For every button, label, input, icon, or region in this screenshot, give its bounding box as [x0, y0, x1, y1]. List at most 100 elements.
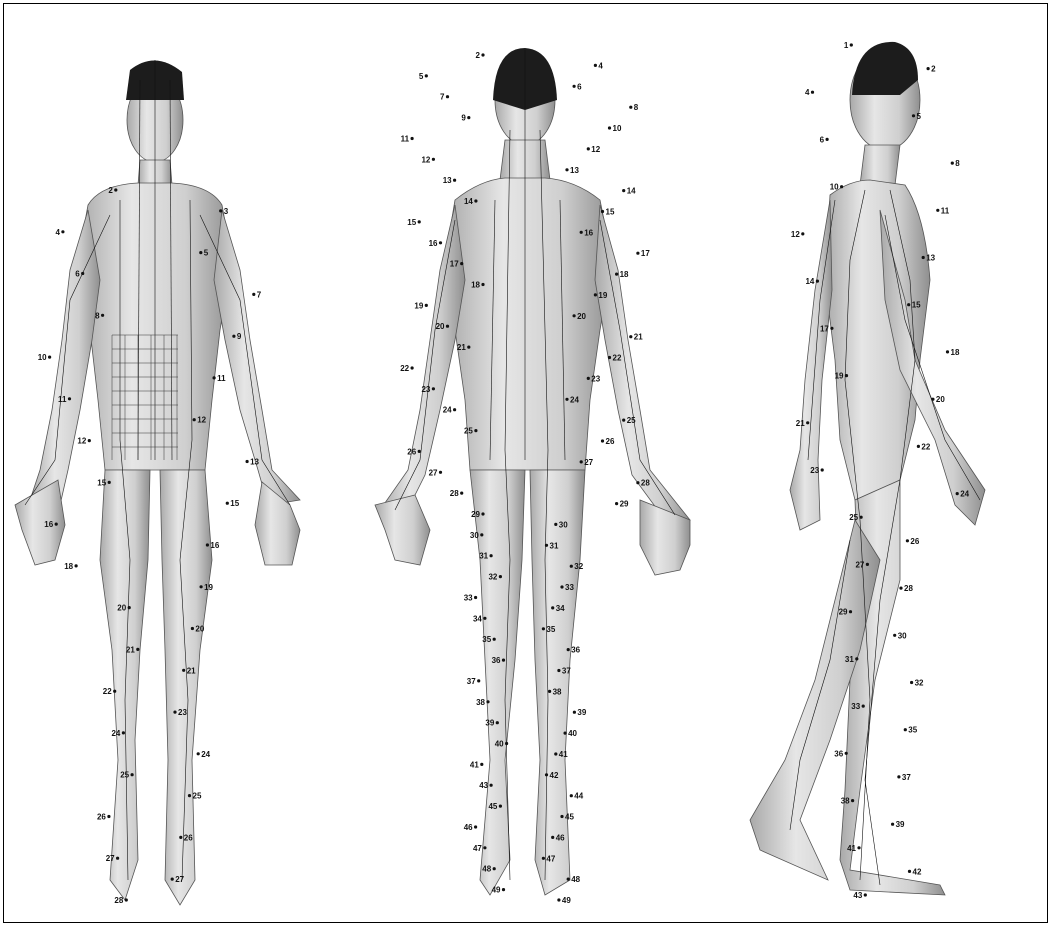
front-acupoint-dot: [182, 669, 185, 672]
front-acupoint-dot: [128, 606, 131, 609]
side-acupoint-dot: [912, 114, 915, 117]
back-acupoint-label: 20: [436, 322, 445, 331]
back-acupoint-label: 48: [571, 875, 580, 884]
side-acupoint-label: 25: [849, 513, 858, 522]
back-acupoint-dot: [486, 700, 489, 703]
back-acupoint-dot: [505, 742, 508, 745]
back-acupoint-dot: [565, 168, 568, 171]
front-right-hand: [15, 480, 65, 565]
back-acupoint-label: 4: [598, 61, 603, 70]
side-acupoint-label: 30: [898, 631, 907, 640]
back-acupoint-label: 14: [627, 187, 636, 196]
side-acupoint-label: 18: [951, 348, 960, 357]
back-acupoint-dot: [467, 116, 470, 119]
back-acupoint-dot: [629, 106, 632, 109]
side-acupoint-label: 31: [845, 655, 854, 664]
back-acupoint-dot: [499, 805, 502, 808]
back-acupoint-label: 38: [553, 687, 562, 696]
back-acupoint-label: 46: [464, 823, 473, 832]
back-acupoint-label: 15: [606, 208, 615, 217]
front-acupoint-label: 16: [210, 541, 219, 550]
back-acupoint-label: 36: [492, 656, 501, 665]
back-acupoint-label: 28: [450, 489, 459, 498]
back-acupoint-label: 35: [546, 625, 555, 634]
back-acupoint-label: 34: [473, 614, 482, 623]
back-acupoint-label: 7: [440, 93, 445, 102]
back-acupoint-dot: [474, 596, 477, 599]
back-acupoint-label: 31: [479, 552, 488, 561]
back-acupoint-dot: [493, 867, 496, 870]
front-acupoint-label: 9: [237, 332, 242, 341]
back-acupoint-dot: [453, 408, 456, 411]
side-acupoint-dot: [816, 280, 819, 283]
back-acupoint-dot: [545, 773, 548, 776]
back-acupoint-label: 12: [421, 155, 430, 164]
back-acupoint-dot: [460, 492, 463, 495]
back-acupoint-label: 34: [556, 604, 565, 613]
back-acupoint-dot: [425, 74, 428, 77]
back-acupoint-label: 23: [591, 374, 600, 383]
back-acupoint-label: 48: [482, 865, 491, 874]
back-acupoint-label: 32: [574, 562, 583, 571]
back-acupoint-dot: [481, 53, 484, 56]
front-acupoint-label: 2: [108, 186, 113, 195]
back-acupoint-label: 2: [476, 51, 481, 60]
side-acupoint-dot: [951, 162, 954, 165]
back-acupoint-label: 30: [470, 531, 479, 540]
front-acupoint-label: 20: [195, 625, 204, 634]
back-acupoint-label: 13: [570, 166, 579, 175]
side-acupoint-dot: [897, 775, 900, 778]
side-acupoint-dot: [917, 445, 920, 448]
front-acupoint-label: 8: [95, 311, 100, 320]
back-acupoint-dot: [446, 95, 449, 98]
side-acupoint-dot: [830, 327, 833, 330]
side-acupoint-dot: [904, 728, 907, 731]
back-acupoint-dot: [483, 617, 486, 620]
back-acupoint-dot: [474, 429, 477, 432]
side-acupoint-label: 12: [791, 230, 800, 239]
side-neck: [860, 145, 900, 185]
back-acupoint-dot: [567, 878, 570, 881]
back-acupoint-label: 15: [407, 218, 416, 227]
side-acupoint-dot: [857, 846, 860, 849]
back-acupoint-dot: [432, 387, 435, 390]
side-acupoint-label: 32: [915, 679, 924, 688]
side-acupoint-label: 22: [921, 442, 930, 451]
back-acupoint-dot: [573, 314, 576, 317]
front-acupoint-dot: [61, 230, 64, 233]
side-acupoint-label: 5: [917, 112, 922, 121]
back-acupoint-label: 18: [471, 281, 480, 290]
front-acupoint-dot: [206, 543, 209, 546]
side-acupoint-dot: [826, 138, 829, 141]
back-acupoint-label: 17: [641, 249, 650, 258]
back-acupoint-label: 21: [457, 343, 466, 352]
front-acupoint-label: 7: [257, 290, 262, 299]
back-acupoint-label: 11: [401, 135, 410, 144]
back-acupoint-label: 14: [464, 197, 473, 206]
side-acupoint-dot: [891, 823, 894, 826]
back-acupoint-label: 41: [559, 750, 568, 759]
front-acupoint-label: 15: [230, 499, 239, 508]
front-acupoint-label: 26: [184, 833, 193, 842]
side-acupoint-label: 38: [841, 797, 850, 806]
back-acupoint-dot: [573, 711, 576, 714]
back-acupoint-dot: [587, 377, 590, 380]
back-acupoint-label: 39: [577, 708, 586, 717]
back-acupoint-dot: [425, 304, 428, 307]
back-acupoint-dot: [608, 356, 611, 359]
side-acupoint-label: 8: [955, 159, 960, 168]
side-acupoint-label: 10: [830, 183, 839, 192]
back-acupoint-dot: [502, 888, 505, 891]
back-acupoint-label: 18: [620, 270, 629, 279]
back-acupoint-dot: [551, 606, 554, 609]
side-acupoint-dot: [860, 516, 863, 519]
back-acupoint-label: 45: [488, 802, 497, 811]
back-acupoint-label: 29: [471, 510, 480, 519]
back-acupoint-label: 26: [606, 437, 615, 446]
side-acupoint-label: 1: [844, 41, 849, 50]
back-acupoint-dot: [565, 398, 568, 401]
front-acupoint-dot: [246, 460, 249, 463]
back-acupoint-label: 33: [464, 594, 473, 603]
side-acupoint-dot: [936, 209, 939, 212]
side-figure: [750, 42, 985, 895]
